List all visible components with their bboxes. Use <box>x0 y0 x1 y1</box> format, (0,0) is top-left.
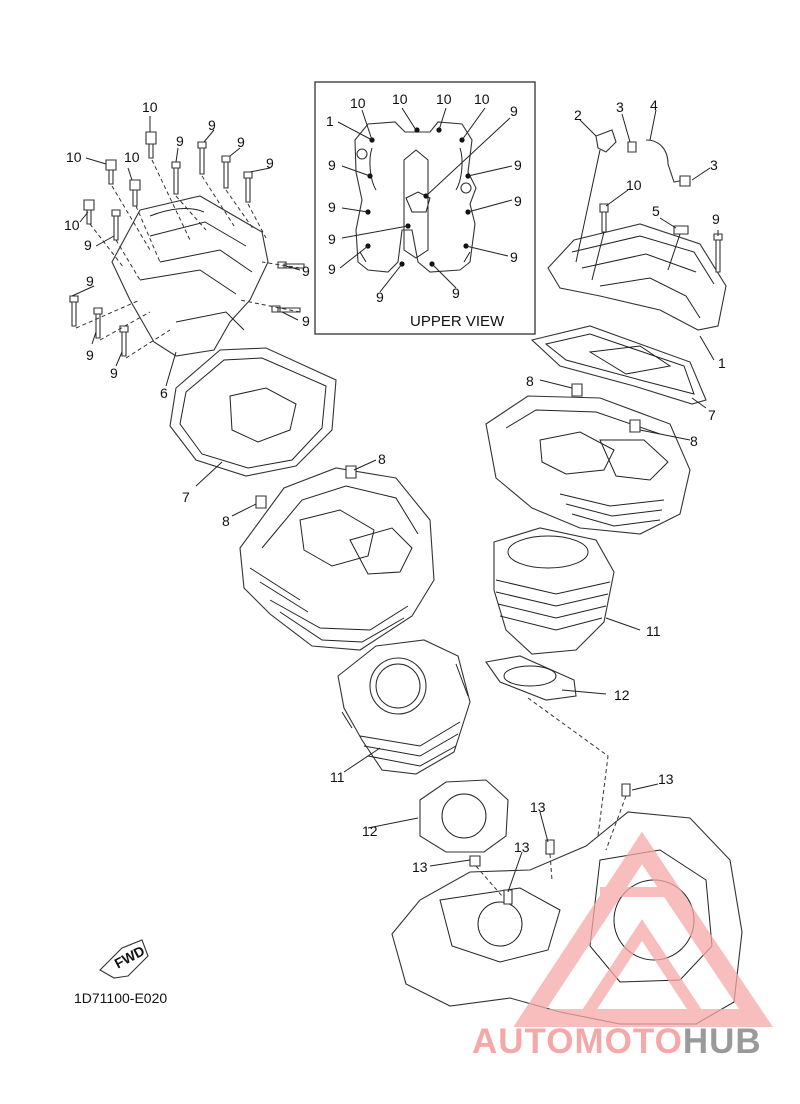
callout-label: 1 <box>326 113 334 129</box>
callout-label: 9 <box>176 133 184 149</box>
left-cover-bolts <box>69 131 305 359</box>
callout-label: 8 <box>222 513 230 529</box>
front-rocker-gasket <box>530 325 707 405</box>
callout-label: 10 <box>66 149 82 165</box>
callout-label: 6 <box>160 385 168 401</box>
callout-label: 13 <box>658 771 674 787</box>
rear-cylinder-gasket <box>419 779 509 853</box>
callout-label: 9 <box>712 211 720 227</box>
callout-label: 9 <box>208 117 216 133</box>
callout-label: 10 <box>124 149 140 165</box>
callout-label: 10 <box>436 91 452 107</box>
left-rocker-gasket <box>169 347 337 477</box>
upper-view-inset <box>314 81 536 335</box>
callout-label: 9 <box>266 155 274 171</box>
callout-label: 3 <box>616 99 624 115</box>
callout-label: 9 <box>514 193 522 209</box>
callout-label: 11 <box>330 769 345 785</box>
drawing-code: 1D71100-E020 <box>74 990 168 1006</box>
inset-title: UPPER VIEW <box>410 313 505 330</box>
callout-label: 3 <box>710 157 718 173</box>
callout-label: 9 <box>328 199 336 215</box>
callout-label: 5 <box>652 203 660 219</box>
callout-leaders <box>71 109 719 893</box>
left-rocker-cover <box>111 195 269 357</box>
callout-label: 9 <box>510 249 518 265</box>
callout-label: 1 <box>718 355 726 371</box>
callout-label: 12 <box>614 687 630 703</box>
fwd-arrow-icon: FWD <box>99 939 149 979</box>
callout-label: 9 <box>328 231 336 247</box>
front-cylinder-gasket <box>485 655 609 837</box>
watermark-text-part2: HUB <box>682 1022 762 1061</box>
callout-label: 2 <box>574 107 582 123</box>
callout-label: 10 <box>474 91 490 107</box>
callout-label: 11 <box>646 623 661 639</box>
front-cylinder <box>493 527 615 655</box>
callout-label: 10 <box>64 217 80 233</box>
callout-label: 13 <box>412 859 428 875</box>
rear-cylinder-head <box>239 465 435 651</box>
callout-label: 9 <box>514 157 522 173</box>
callout-label: 9 <box>376 289 384 305</box>
callout-label: 9 <box>84 237 92 253</box>
callout-label: 8 <box>690 433 698 449</box>
callout-label: 4 <box>650 97 658 113</box>
watermark-text: AUTOMOTOHUB <box>472 1022 762 1062</box>
callout-label: 12 <box>362 823 378 839</box>
callout-label: 9 <box>86 273 94 289</box>
rear-cylinder <box>337 639 471 775</box>
callout-label: 9 <box>510 103 518 119</box>
callout-label: 7 <box>182 489 190 505</box>
callout-label: 7 <box>708 407 716 423</box>
front-cylinder-head <box>485 383 691 535</box>
callout-label: 9 <box>328 157 336 173</box>
callout-label: 9 <box>452 285 460 301</box>
callout-label: 9 <box>328 261 336 277</box>
callout-label: 10 <box>350 95 366 111</box>
callout-label: 8 <box>526 373 534 389</box>
callout-label: 10 <box>626 177 642 193</box>
watermark-logo-icon <box>513 831 773 1027</box>
callout-label: 10 <box>392 91 408 107</box>
callout-label: 10 <box>142 99 158 115</box>
callout-label: 13 <box>530 799 546 815</box>
callout-label: 9 <box>86 347 94 363</box>
callout-label: 9 <box>237 134 245 150</box>
callout-label: 13 <box>514 839 530 855</box>
callout-label: 9 <box>302 263 310 279</box>
callout-label: 9 <box>110 365 118 381</box>
callout-label: 8 <box>378 451 386 467</box>
callout-labels: 10 10 10 10 9 9 9 9 9 9 9 9 9 9 6 7 8 8 … <box>64 91 726 875</box>
callout-label: 9 <box>302 313 310 329</box>
front-rocker-cover <box>547 129 727 331</box>
watermark-text-part1: AUTOMOTO <box>472 1022 683 1061</box>
